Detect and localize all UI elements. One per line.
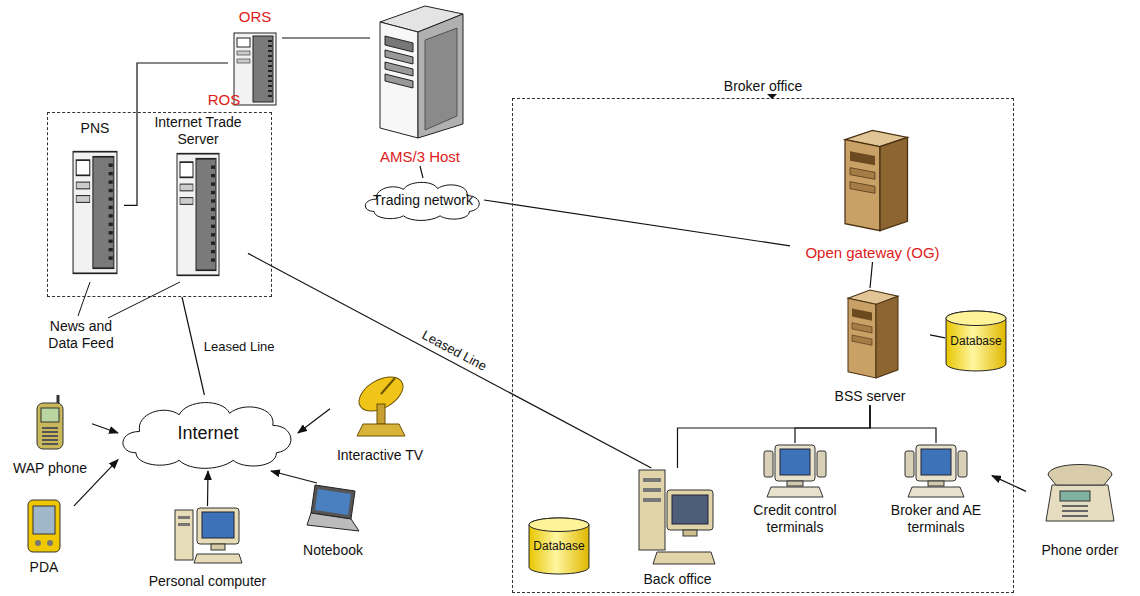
node-label: PNS (66, 120, 124, 137)
connector-line (282, 37, 370, 38)
group-region: Broker officeOpen gateway (OG)BSS server… (512, 98, 1014, 593)
group-region: ROSPNSInternet Trade Server (47, 112, 272, 297)
node-label: PDA (14, 559, 74, 576)
device-node: Notebook (293, 483, 373, 559)
tower-icon (176, 152, 220, 277)
network-cloud: Internet (118, 395, 298, 471)
connector-line (298, 409, 330, 433)
device-node: BSS server (810, 288, 930, 405)
device-node: AMS/3 Host (370, 4, 470, 166)
group-heading: Broker office (513, 78, 1013, 95)
leader-line (78, 282, 90, 316)
node-label: Database (528, 539, 590, 554)
connector-line (92, 424, 118, 433)
edge-label: Leased Line (418, 327, 491, 375)
pc-icon (173, 506, 243, 566)
callout-label: News and Data Feed (36, 318, 126, 352)
node-label: Internet Trade Server (148, 114, 248, 148)
connector-line (484, 200, 790, 246)
device-node: WAP phone (8, 395, 92, 477)
connector-line (870, 405, 936, 443)
leader-line (108, 282, 180, 318)
dish-icon (351, 372, 409, 438)
node-label: WAP phone (8, 460, 92, 477)
connector-line (248, 253, 651, 468)
database-cylinder: Database (528, 517, 590, 575)
tower-icon (72, 150, 118, 275)
connector-line (678, 405, 871, 468)
connector-line (420, 166, 423, 178)
node-label: Phone order (1026, 542, 1134, 559)
node-label: BSS server (810, 388, 930, 405)
node-label: Credit control terminals (745, 502, 845, 536)
node-label: Open gateway (OG) (790, 244, 955, 262)
node-label: Internet (118, 423, 298, 444)
device-node: Credit control terminals (745, 443, 845, 536)
device-node: Phone order (1026, 455, 1134, 559)
group-heading: ROS (194, 91, 254, 109)
device-node: Back office (625, 468, 730, 588)
connector-line (992, 476, 1026, 492)
connector-line (207, 471, 209, 506)
device-node: Internet Trade Server (148, 114, 248, 278)
backoffice-icon (637, 468, 717, 568)
node-label: Broker and AE terminals (880, 502, 992, 536)
device-node: Open gateway (OG) (790, 128, 955, 262)
node-label: Database (945, 334, 1007, 349)
brownserver-icon (840, 288, 900, 380)
brownserver-icon (835, 128, 910, 233)
connector-line (870, 262, 873, 288)
wap-icon (33, 395, 67, 451)
node-label: Trading network (362, 192, 484, 209)
pda-icon (26, 498, 62, 554)
node-label: Interactive TV (330, 447, 430, 464)
device-node: Personal computer (145, 506, 270, 590)
network-cloud: Trading network (362, 178, 484, 222)
database-cylinder: Database (945, 310, 1007, 372)
device-node: PNS (66, 120, 124, 278)
edge-label: Leased Line (202, 339, 277, 354)
terminal-icon (763, 443, 827, 499)
node-label: Notebook (293, 542, 373, 559)
connector-line (795, 405, 870, 443)
device-node: Interactive TV (330, 372, 430, 464)
connector-line (930, 335, 945, 338)
bigserver-icon (375, 4, 465, 139)
deskphone-icon (1044, 455, 1116, 525)
node-label: Personal computer (145, 573, 270, 590)
node-label: ORS (228, 8, 282, 26)
device-node: Broker and AE terminals (880, 443, 992, 536)
node-label: Back office (625, 571, 730, 588)
connector-line (271, 471, 317, 483)
device-node: PDA (14, 498, 74, 576)
node-label: AMS/3 Host (370, 148, 470, 166)
notebook-icon (305, 483, 361, 537)
terminal-icon (904, 443, 968, 499)
